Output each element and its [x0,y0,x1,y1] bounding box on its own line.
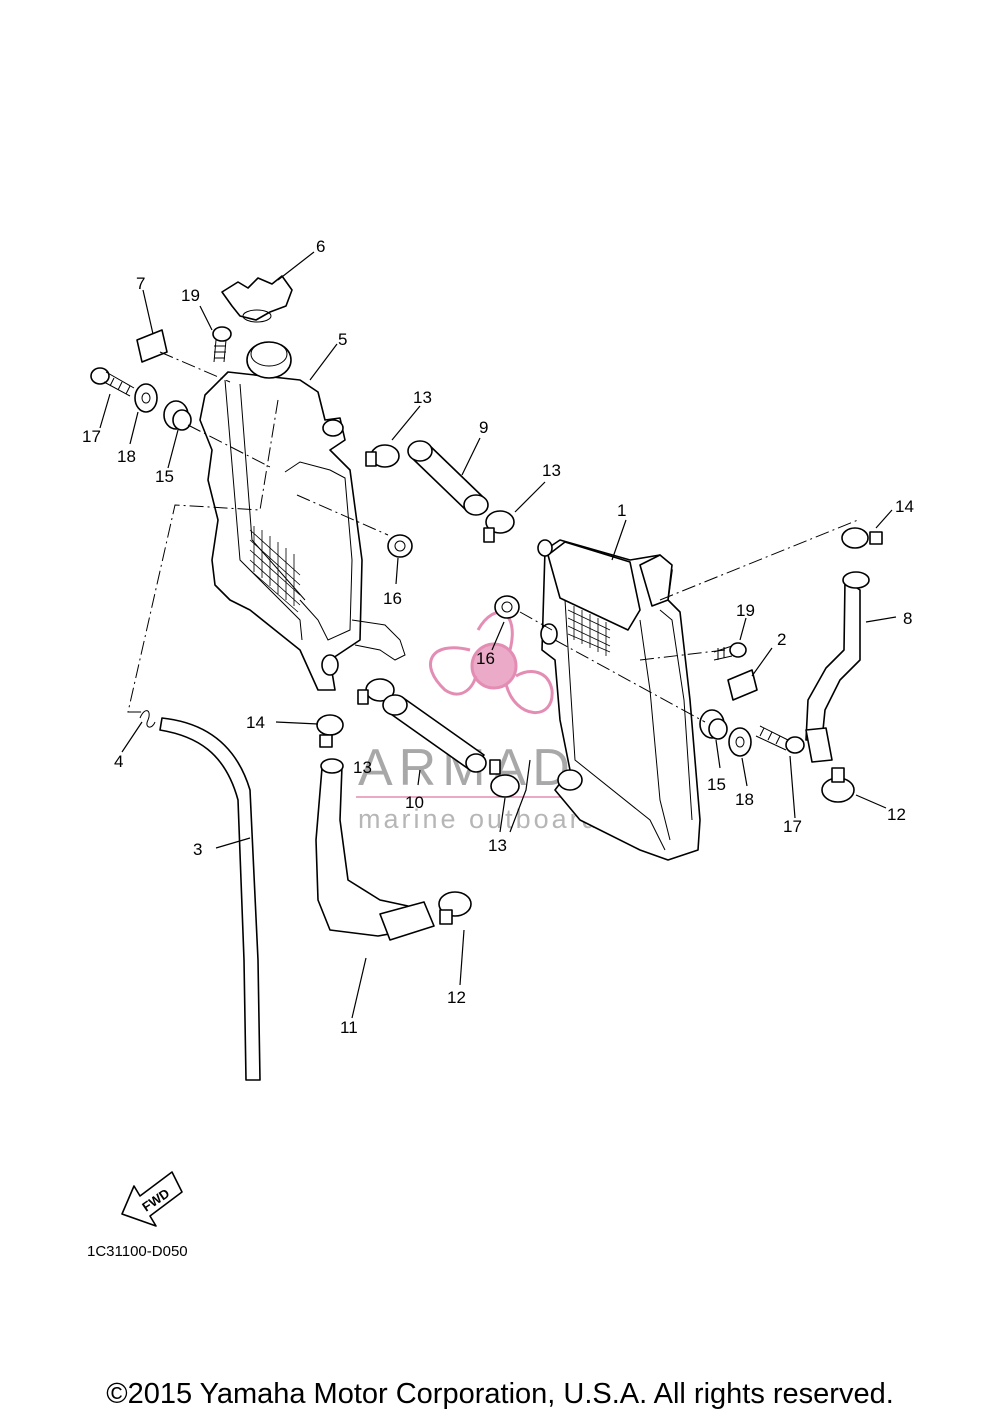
hose-clamp-12-right [821,767,855,803]
callout-3: 3 [193,840,202,859]
callout-7: 7 [136,274,145,293]
callout-9: 9 [479,418,488,437]
callout-12-right: 12 [887,805,906,824]
callout-16-right: 16 [476,649,495,668]
callout-14-left: 14 [246,713,265,732]
callout-4: 4 [114,752,123,771]
hose-clamp-14-left [316,714,344,748]
callout-16-left: 16 [383,589,402,608]
callout-13-upper-left: 13 [413,388,432,407]
hose-9 [407,440,489,516]
hose-clamp-13-upper-right [483,510,515,543]
hose-10 [382,694,487,773]
callout-18-left: 18 [117,447,136,466]
hose-11 [315,758,435,941]
hose-clamp-13-center [357,678,395,705]
washer-18-right [728,727,752,757]
hose-clamp-13-lower [489,759,520,798]
callout-5: 5 [338,330,347,349]
hose-clamp-13-upper-left [365,444,400,468]
callout-11: 11 [340,1018,358,1037]
callout-17-left: 17 [82,427,101,446]
callout-13-center: 13 [353,758,372,777]
left-radiator [199,341,406,691]
callout-13-lower: 13 [488,836,507,855]
callouts: 1 2 3 4 5 6 7 8 9 10 11 12 12 13 13 13 1… [82,237,914,1037]
copyright-notice: ©2015 Yamaha Motor Corporation, U.S.A. A… [106,1378,894,1410]
hose-clamp-12-left [438,891,472,925]
callout-17-right: 17 [783,817,802,836]
hose-8 [805,571,870,763]
callout-1: 1 [617,501,626,520]
callout-19-right: 19 [736,601,755,620]
bolt-17-left [90,367,135,397]
right-radiator [537,539,701,861]
grommet-15-right [699,709,728,740]
overflow-hose-3 [159,717,261,1081]
collar-16-left [387,534,413,558]
callout-2: 2 [777,630,786,649]
fwd-arrow-icon: FWD [121,1171,183,1227]
hose-clamp-14-right [841,527,883,549]
callout-18-right: 18 [735,790,754,809]
bolt-19-left [212,326,232,363]
callout-8: 8 [903,609,912,628]
callout-15-left: 15 [155,467,174,486]
bolt-19-right [713,642,747,661]
leader-lines [99,251,897,1019]
callout-19-left: 19 [181,286,200,305]
hose-clip-4 [139,710,156,728]
assembly-chain-lines [127,351,859,723]
callout-12-left: 12 [447,988,466,1007]
right-radiator-core-grid [567,606,611,656]
bolt-17-right [755,725,805,754]
label-sticker-2 [727,669,758,701]
callout-6: 6 [316,237,325,256]
callout-13-upper-right: 13 [542,461,561,480]
callout-14-right: 14 [895,497,914,516]
left-radiator-core-grid [249,526,301,613]
collar-16-right [494,595,520,619]
radiator-cap [221,275,293,323]
diagram-code: 1C31100-D050 [87,1243,188,1260]
grommet-15-left [163,400,192,431]
washer-18-left [134,383,158,413]
label-sticker-7 [136,329,168,363]
callout-15-right: 15 [707,775,726,794]
callout-10: 10 [405,793,424,812]
